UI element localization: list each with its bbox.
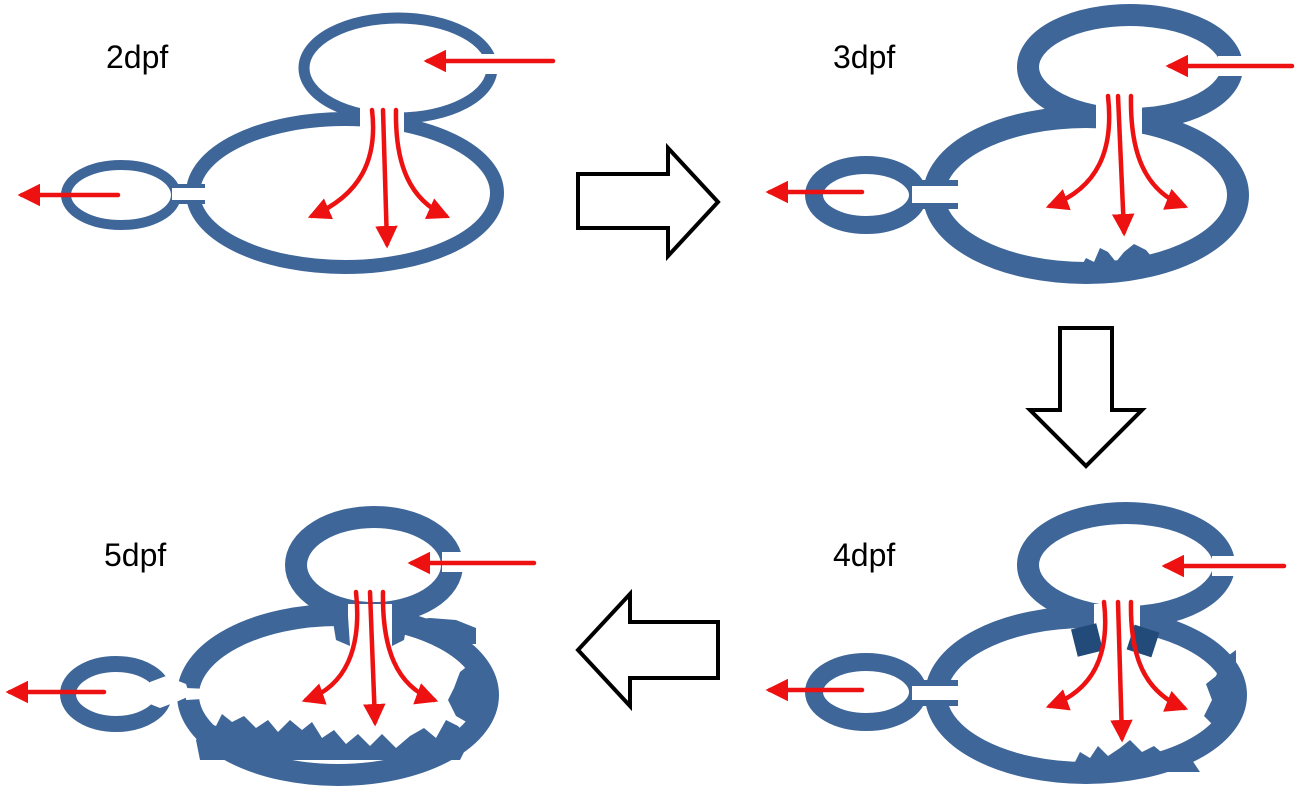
trabeculae bbox=[196, 714, 470, 760]
flow-arrow-right bbox=[393, 107, 451, 219]
flow-arrow-center bbox=[363, 589, 386, 727]
stage-label-2dpf: 2dpf bbox=[106, 39, 168, 75]
blood-flow-3dpf bbox=[765, 54, 1295, 237]
stage-label-4dpf: 4dpf bbox=[833, 537, 895, 573]
flow-arrow-left bbox=[1045, 93, 1112, 211]
ventricle bbox=[923, 106, 1249, 284]
flow-arrow-center bbox=[375, 107, 398, 249]
outflow-channel bbox=[186, 688, 230, 700]
flow-arrow-right bbox=[1128, 599, 1189, 712]
panel-5dpf: 5dpf bbox=[5, 506, 537, 786]
panel-2dpf: 2dpf bbox=[17, 12, 556, 274]
outflow-connector bbox=[914, 700, 958, 706]
stage-label-5dpf: 5dpf bbox=[104, 537, 166, 573]
outflow-gap bbox=[912, 686, 960, 700]
outflow-connector bbox=[914, 203, 958, 209]
trabeculae bbox=[448, 664, 486, 724]
stage-label-3dpf: 3dpf bbox=[833, 39, 895, 75]
flow-arrow-left bbox=[307, 107, 376, 220]
outflow-connector bbox=[173, 200, 205, 204]
outflow-gap bbox=[150, 676, 190, 708]
flow-arrow-center bbox=[1111, 93, 1135, 237]
flow-arrow-left bbox=[1045, 599, 1108, 711]
trabeculae bbox=[1070, 740, 1200, 772]
panel-3dpf: 3dpf bbox=[765, 4, 1295, 284]
heart-5dpf bbox=[60, 506, 499, 786]
blood-flow-2dpf bbox=[17, 49, 556, 249]
blood-flow-4dpf bbox=[765, 554, 1287, 743]
panel-4dpf: 4dpf bbox=[765, 502, 1287, 784]
av-valve-leaflet-right bbox=[392, 616, 408, 646]
av-valve-leaflet-left bbox=[332, 616, 350, 646]
outflow-connector bbox=[914, 680, 958, 686]
trabeculae bbox=[1078, 244, 1164, 272]
outflow-gap bbox=[172, 188, 206, 200]
bulbus-arteriosus bbox=[805, 156, 927, 234]
down-arrow-icon bbox=[1025, 326, 1147, 469]
av-valve-leaflet-left bbox=[1070, 623, 1104, 657]
flow-arrow-right bbox=[1128, 93, 1189, 210]
outflow-connector bbox=[173, 184, 205, 188]
right-arrow-icon bbox=[576, 142, 721, 262]
flow-arrow-center bbox=[1110, 599, 1133, 743]
atrium bbox=[298, 12, 498, 124]
flow-arrow-left bbox=[301, 589, 360, 705]
trabeculae bbox=[1204, 650, 1236, 726]
sinus-venosus-opening bbox=[482, 54, 506, 74]
trabeculae bbox=[410, 618, 476, 644]
outflow-gap bbox=[912, 186, 960, 203]
flow-arrow-right bbox=[380, 589, 439, 705]
blood-flow-5dpf bbox=[5, 551, 537, 727]
outflow-connector bbox=[914, 180, 958, 186]
left-arrow-icon bbox=[575, 588, 720, 712]
